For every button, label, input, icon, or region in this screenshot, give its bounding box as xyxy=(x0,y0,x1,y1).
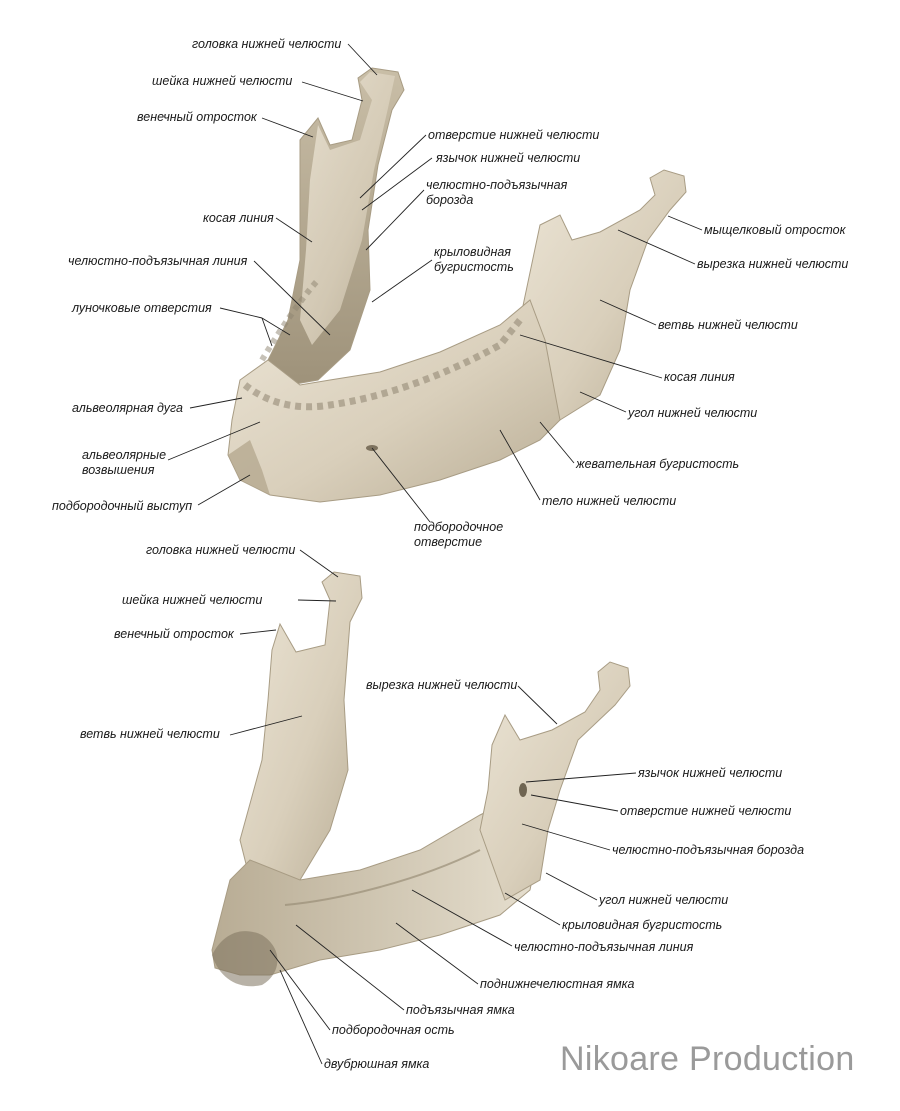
label-mylohyoid-groove-top-1: челюстно-подъязычная xyxy=(426,178,568,192)
label-neck-top: шейка нижней челюсти xyxy=(152,74,293,88)
label-foramen-bottom: отверстие нижней челюсти xyxy=(620,804,792,818)
label-pterygoid-top-2: бугристость xyxy=(434,260,514,274)
label-lingula-bottom: язычок нижней челюсти xyxy=(638,766,783,780)
label-mental-spine: подбородочная ость xyxy=(332,1023,455,1037)
label-alveolar-arch: альвеолярная дуга xyxy=(72,401,183,415)
label-ramus-top: ветвь нижней челюсти xyxy=(658,318,798,332)
label-masseteric: жевательная бугристость xyxy=(576,457,740,471)
label-alveolar-eminences-2: возвышения xyxy=(82,463,155,477)
leaders-bottom xyxy=(229,549,637,1065)
label-coronoid-bottom: венечный отросток xyxy=(114,627,234,641)
label-mylohyoid-groove-top-2: борозда xyxy=(426,193,474,207)
label-oblique-line-left: косая линия xyxy=(203,211,274,225)
label-sublingual-fossa: подъязычная ямка xyxy=(406,1003,515,1017)
label-oblique-line-right: косая линия xyxy=(664,370,735,384)
label-notch-bottom: вырезка нижней челюсти xyxy=(366,678,518,692)
label-condyle-head-bottom: головка нижней челюсти xyxy=(146,543,296,557)
label-submandibular-fossa: поднижнечелюстная ямка xyxy=(480,977,635,991)
label-mylohyoid-line-top: челюстно-подъязычная линия xyxy=(68,254,248,268)
label-mylohyoid-line-bottom: челюстно-подъязычная линия xyxy=(514,940,694,954)
label-pterygoid-top-1: крыловидная xyxy=(434,245,511,259)
label-mylohyoid-groove-bottom: челюстно-подъязычная борозда xyxy=(612,843,805,857)
label-mental-protuberance: подбородочный выступ xyxy=(52,499,193,513)
label-notch-top: вырезка нижней челюсти xyxy=(697,257,849,271)
label-mental-foramen-2: отверстие xyxy=(414,535,483,549)
mandible-bottom xyxy=(211,571,631,987)
mandible-top xyxy=(227,67,687,503)
leaders-top xyxy=(167,43,703,523)
label-coronoid-top: венечный отросток xyxy=(137,110,257,124)
label-lingula-top: язычок нижней челюсти xyxy=(436,151,581,165)
label-neck-bottom: шейка нижней челюсти xyxy=(122,593,263,607)
label-ramus-bottom: ветвь нижней челюсти xyxy=(80,727,220,741)
watermark: Nikoare Production xyxy=(560,1040,855,1078)
label-foramen-top: отверстие нижней челюсти xyxy=(428,128,600,142)
label-mental-foramen-1: подбородочное xyxy=(414,520,504,534)
label-body: тело нижней челюсти xyxy=(542,494,677,508)
label-angle-bottom: угол нижней челюсти xyxy=(599,893,729,907)
label-digastric-fossa: двубрюшная ямка xyxy=(324,1057,430,1071)
label-angle-top: угол нижней челюсти xyxy=(628,406,758,420)
label-pterygoid-bottom: крыловидная бугристость xyxy=(562,918,723,932)
label-alveolar-openings: луночковые отверстия xyxy=(72,301,212,315)
label-condylar-process: мыщелковый отросток xyxy=(704,223,846,237)
label-alveolar-eminences-1: альвеолярные xyxy=(82,448,167,462)
label-condyle-head-top: головка нижней челюсти xyxy=(192,37,342,51)
